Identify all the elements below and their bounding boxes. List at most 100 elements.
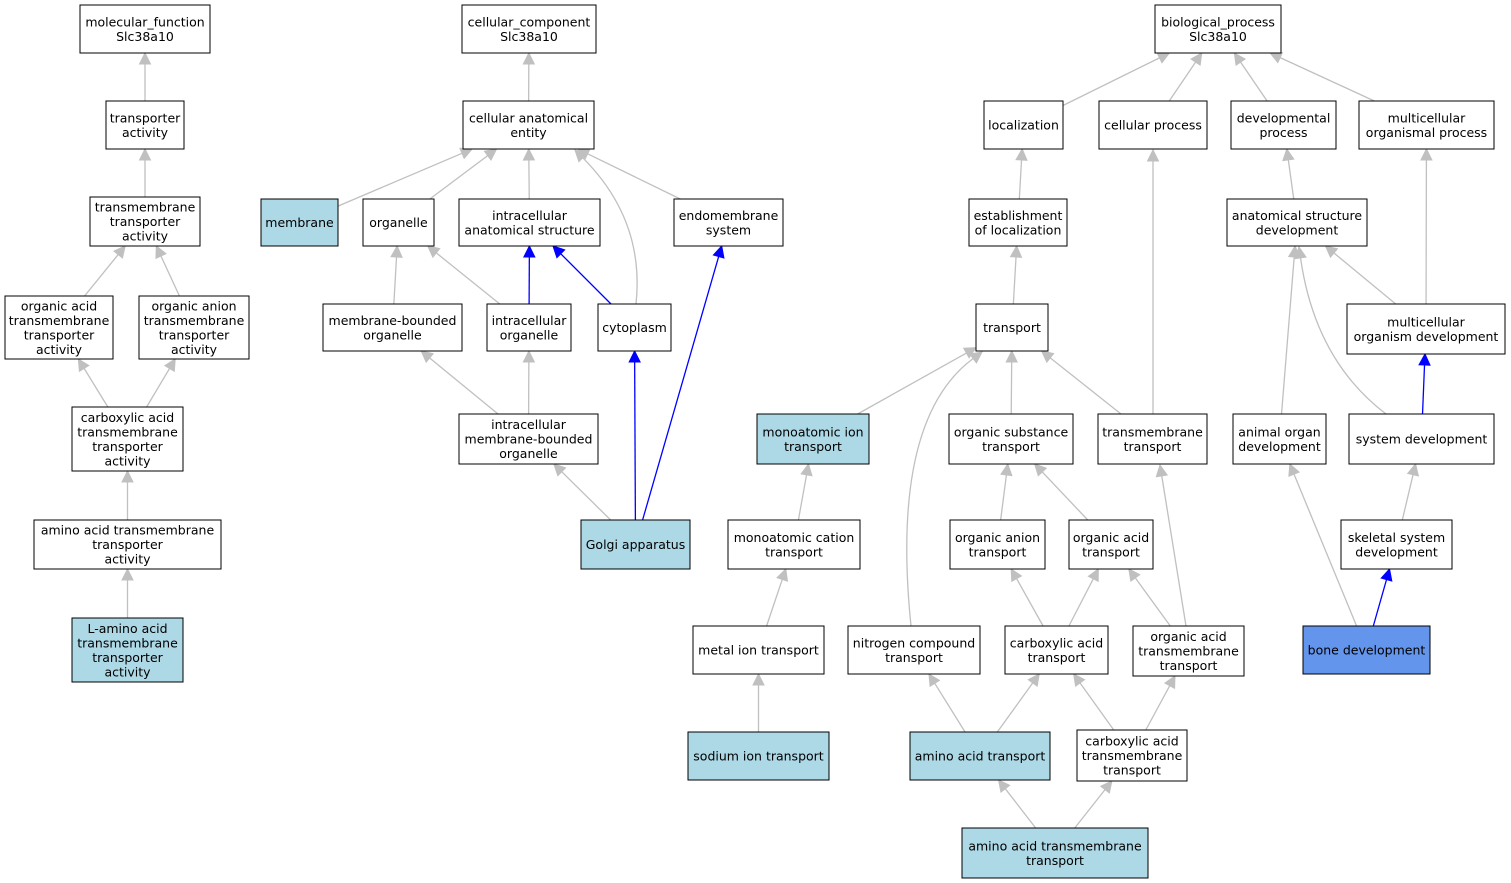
node-box[interactable]: [692, 625, 825, 675]
node-box[interactable]: [1097, 413, 1208, 465]
node-box[interactable]: [1340, 519, 1453, 570]
node-box[interactable]: [71, 406, 184, 472]
node-box[interactable]: [1068, 519, 1154, 570]
node-box[interactable]: [138, 295, 250, 360]
node-box[interactable]: [1302, 625, 1431, 675]
node-box[interactable]: [975, 303, 1049, 352]
node-box[interactable]: [961, 827, 1149, 879]
node-box[interactable]: [260, 198, 339, 247]
node-box[interactable]: [968, 198, 1068, 247]
node-box[interactable]: [1076, 729, 1188, 782]
node-box[interactable]: [458, 413, 599, 465]
node-box[interactable]: [1346, 303, 1506, 355]
node-box[interactable]: [4, 295, 114, 360]
node-box[interactable]: [362, 198, 435, 247]
node-box[interactable]: [462, 100, 595, 150]
edge-animal-organ-development-to-anatomical-structure-development: [1280, 244, 1301, 415]
node-box[interactable]: [1226, 198, 1368, 247]
node-carboxylic-acid-tm-activity[interactable]: carboxylic acidtransmembranetransportera…: [71, 406, 184, 472]
node-box[interactable]: [79, 4, 211, 54]
node-box[interactable]: [909, 731, 1051, 781]
node-bone-development[interactable]: bone development: [1302, 625, 1431, 675]
node-box[interactable]: [673, 198, 784, 247]
node-organelle[interactable]: organelle: [362, 198, 435, 247]
node-box[interactable]: [89, 196, 201, 247]
node-box[interactable]: [1098, 100, 1208, 150]
node-box[interactable]: [322, 303, 463, 352]
node-box[interactable]: [687, 731, 830, 781]
node-box[interactable]: [1132, 625, 1245, 677]
node-metal-ion-transport[interactable]: metal ion transport: [692, 625, 825, 675]
node-sodium-ion-transport[interactable]: sodium ion transport: [687, 731, 830, 781]
node-box[interactable]: [458, 198, 601, 247]
node-transport[interactable]: transport: [975, 303, 1049, 352]
node-box[interactable]: [105, 100, 185, 150]
edge-anatomical-structure-development-to-developmental-process: [1282, 147, 1295, 200]
node-box[interactable]: [71, 617, 184, 683]
node-localization[interactable]: localization: [983, 100, 1064, 150]
node-box[interactable]: [1230, 100, 1337, 150]
node-cellular-process[interactable]: cellular process: [1098, 100, 1208, 150]
node-label-line: organelle: [369, 215, 428, 230]
node-box[interactable]: [580, 519, 691, 570]
node-box[interactable]: [1358, 100, 1495, 150]
node-box[interactable]: [486, 303, 572, 352]
node-membrane[interactable]: membrane: [260, 198, 339, 247]
node-box[interactable]: [1348, 413, 1495, 465]
node-l-amino-acid-tm-activity[interactable]: L-amino acidtransmembranetransporteracti…: [71, 617, 184, 683]
edge-membrane-bounded-organelle-to-organelle: [390, 244, 403, 305]
node-box[interactable]: [1232, 413, 1327, 465]
node-box[interactable]: [949, 519, 1046, 570]
node-box[interactable]: [756, 413, 870, 465]
node-cytoplasm[interactable]: cytoplasm: [597, 303, 672, 352]
edge-line: [1049, 357, 1122, 415]
node-system-development[interactable]: system development: [1348, 413, 1495, 465]
node-golgi-apparatus[interactable]: Golgi apparatus: [580, 519, 691, 570]
node-box[interactable]: [847, 625, 981, 675]
node-amino-acid-transport[interactable]: amino acid transport: [909, 731, 1051, 781]
node-box[interactable]: [727, 519, 861, 570]
node-box[interactable]: [1154, 4, 1282, 54]
node-label-line: molecular_function: [85, 14, 204, 29]
node-organic-anion-tm-activity[interactable]: organic aniontransmembranetransporteract…: [138, 295, 250, 360]
node-box[interactable]: [1004, 625, 1109, 675]
edge-monoatomic-ion-transport-to-transport: [857, 347, 977, 415]
node-box[interactable]: [983, 100, 1064, 150]
node-amino-acid-tm-activity[interactable]: amino acid transmembranetransporteractiv…: [33, 519, 222, 570]
node-box[interactable]: [597, 303, 672, 352]
node-box[interactable]: [33, 519, 222, 570]
node-label-line: transport: [1082, 544, 1140, 559]
node-organic-acid-tm-activity[interactable]: organic acidtransmembranetransporteracti…: [4, 295, 114, 360]
node-box[interactable]: [948, 413, 1074, 465]
node-box[interactable]: [461, 4, 597, 54]
